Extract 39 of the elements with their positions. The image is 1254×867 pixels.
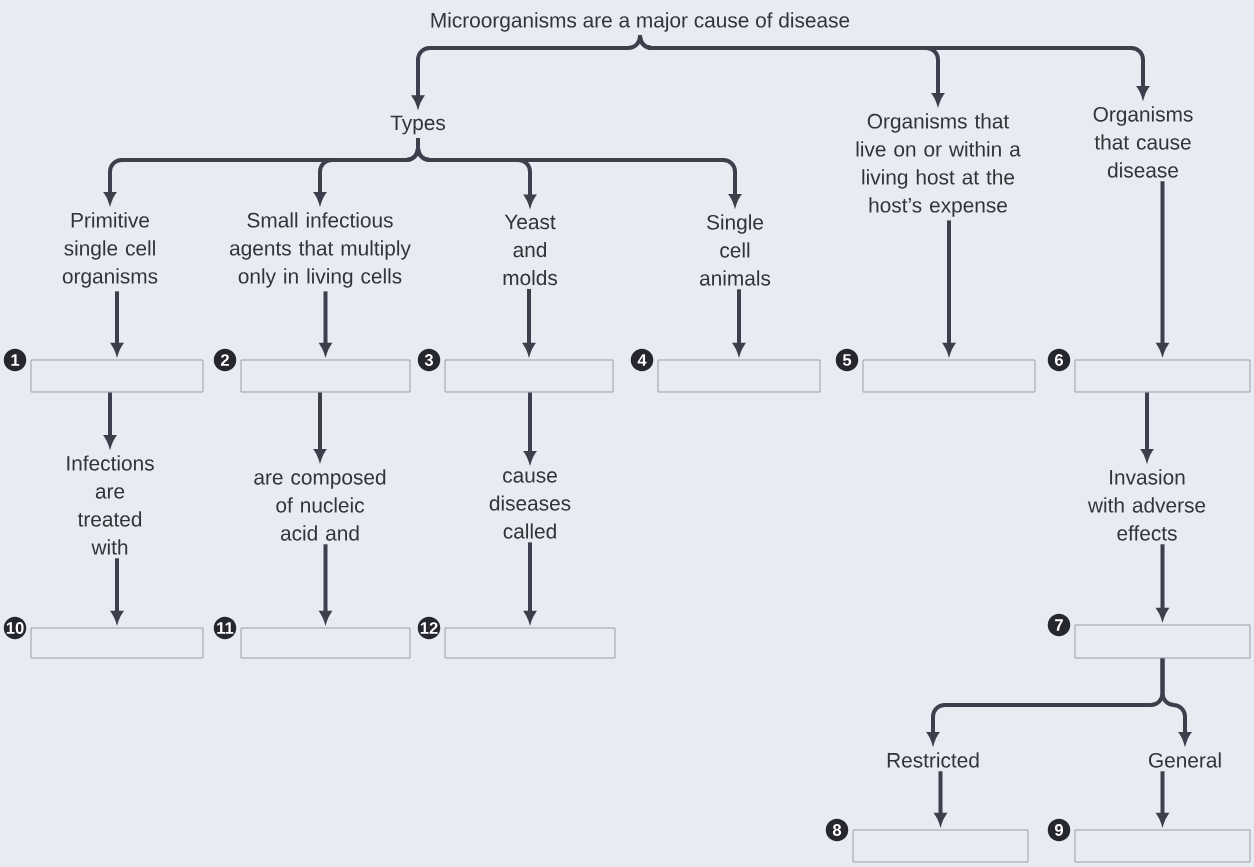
arrow (1141, 392, 1153, 461)
number-badge: 1 (3, 348, 27, 372)
number-badge: 8 (825, 818, 849, 842)
concept-text: Infections are treated with (67, 455, 154, 555)
arrow (523, 288, 535, 355)
number-badge: 7 (1047, 613, 1071, 637)
arrow (733, 289, 745, 355)
concept-text: Types (390, 115, 446, 135)
number-badge: 2 (213, 348, 237, 372)
concept-text: Small infectious agents that multiply only in living cells (230, 212, 411, 288)
arrow (1160, 658, 1191, 744)
number-badge: 12 (417, 616, 441, 640)
concept-text: Single cell animals (700, 214, 771, 286)
arrow (314, 392, 326, 461)
arrow (104, 392, 116, 447)
concept-text: are composed of nucleic acid and (254, 469, 386, 541)
arrow (416, 138, 741, 206)
number-badge: 6 (1047, 348, 1071, 372)
concept-text: Organisms that cause disease (1093, 106, 1193, 178)
concept-text: General (1149, 752, 1221, 768)
arrow (524, 392, 536, 463)
number-badge: 4 (630, 348, 654, 372)
arrow (943, 220, 955, 355)
concept-text: Invasion with adverse effects (1087, 469, 1206, 541)
concept-text: Yeast and molds (503, 214, 558, 286)
arrow (638, 34, 1149, 98)
concept-text: Restricted (887, 752, 979, 768)
arrow (524, 542, 536, 623)
arrow (111, 291, 123, 355)
number-badge: 3 (417, 348, 441, 372)
concept-text: Organisms that live on or within a living host at the host’s expense (856, 113, 1021, 217)
concept-text: Microorganisms are a major cause of disease (431, 12, 850, 32)
number-badge: 5 (835, 348, 859, 372)
concept-text: cause diseases called (489, 471, 571, 539)
number-badge: 11 (213, 616, 237, 640)
number-badge: 9 (1047, 818, 1071, 842)
number-badge: 10 (3, 616, 27, 640)
concept-text: Primitive single cell organisms (62, 212, 158, 288)
arrow (111, 558, 123, 623)
